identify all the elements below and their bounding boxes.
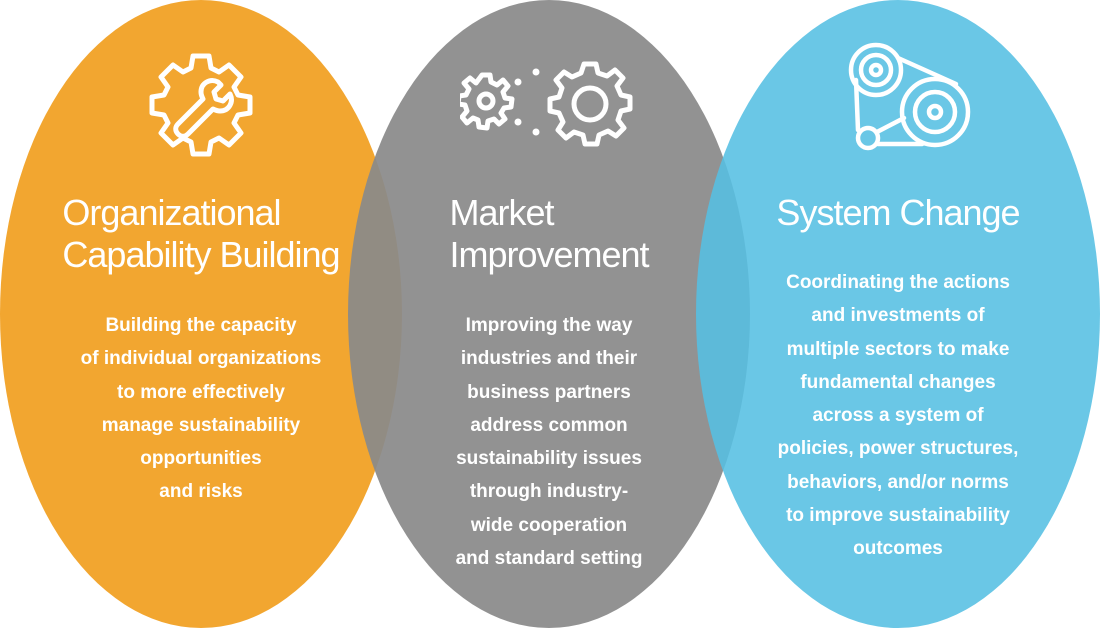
gears-icon xyxy=(460,61,633,147)
description-line: business partners xyxy=(467,381,631,403)
description-line: of individual organizations xyxy=(80,348,322,370)
title-line: System Change xyxy=(776,192,1020,233)
description-line: address common xyxy=(470,414,628,436)
description-line: manage sustainability xyxy=(101,414,301,436)
description-line: Building the capacity xyxy=(105,315,297,336)
organizational-description: Building the capacity of individual orga… xyxy=(81,309,322,509)
blue-oval xyxy=(696,0,1100,628)
description-line: and investments of xyxy=(811,305,985,327)
description-line: policies, power structures, xyxy=(777,438,1019,460)
market-description: Improving the way industries and their b… xyxy=(456,309,643,575)
description-line: to more effectively xyxy=(117,381,285,403)
title-line: Capability Building xyxy=(62,234,340,275)
description-line: fundamental changes xyxy=(800,371,996,393)
description-line: Coordinating the actions xyxy=(786,272,1010,293)
market-title: Market Improvement xyxy=(449,192,649,276)
description-line: opportunities xyxy=(140,448,262,470)
gear-wrench-icon xyxy=(149,53,253,157)
title-line: Organizational xyxy=(62,192,281,233)
system-title: System Change xyxy=(776,192,1020,234)
description-line: through industry- xyxy=(469,481,629,503)
description-line: and standard setting xyxy=(455,548,643,570)
organizational-title: Organizational Capability Building xyxy=(62,192,340,276)
orange-oval xyxy=(0,0,402,628)
description-line: sustainability issues xyxy=(456,448,642,470)
description-line: Improving the way xyxy=(465,315,633,336)
system-description: Coordinating the actions and investments… xyxy=(778,266,1019,566)
belt-pulley-icon xyxy=(848,42,971,151)
title-line: Market xyxy=(449,192,554,233)
gray-oval xyxy=(348,0,750,628)
description-line: to improve sustainability xyxy=(786,505,1010,527)
description-line: across a system of xyxy=(812,405,984,427)
description-line: multiple sectors to make xyxy=(786,338,1010,360)
description-line: and risks xyxy=(159,481,243,503)
description-line: behaviors, and/or norms xyxy=(787,471,1009,493)
title-line: Improvement xyxy=(449,234,649,275)
description-line: wide cooperation xyxy=(470,514,628,536)
description-line: outcomes xyxy=(853,538,943,560)
description-line: industries and their xyxy=(460,348,638,370)
